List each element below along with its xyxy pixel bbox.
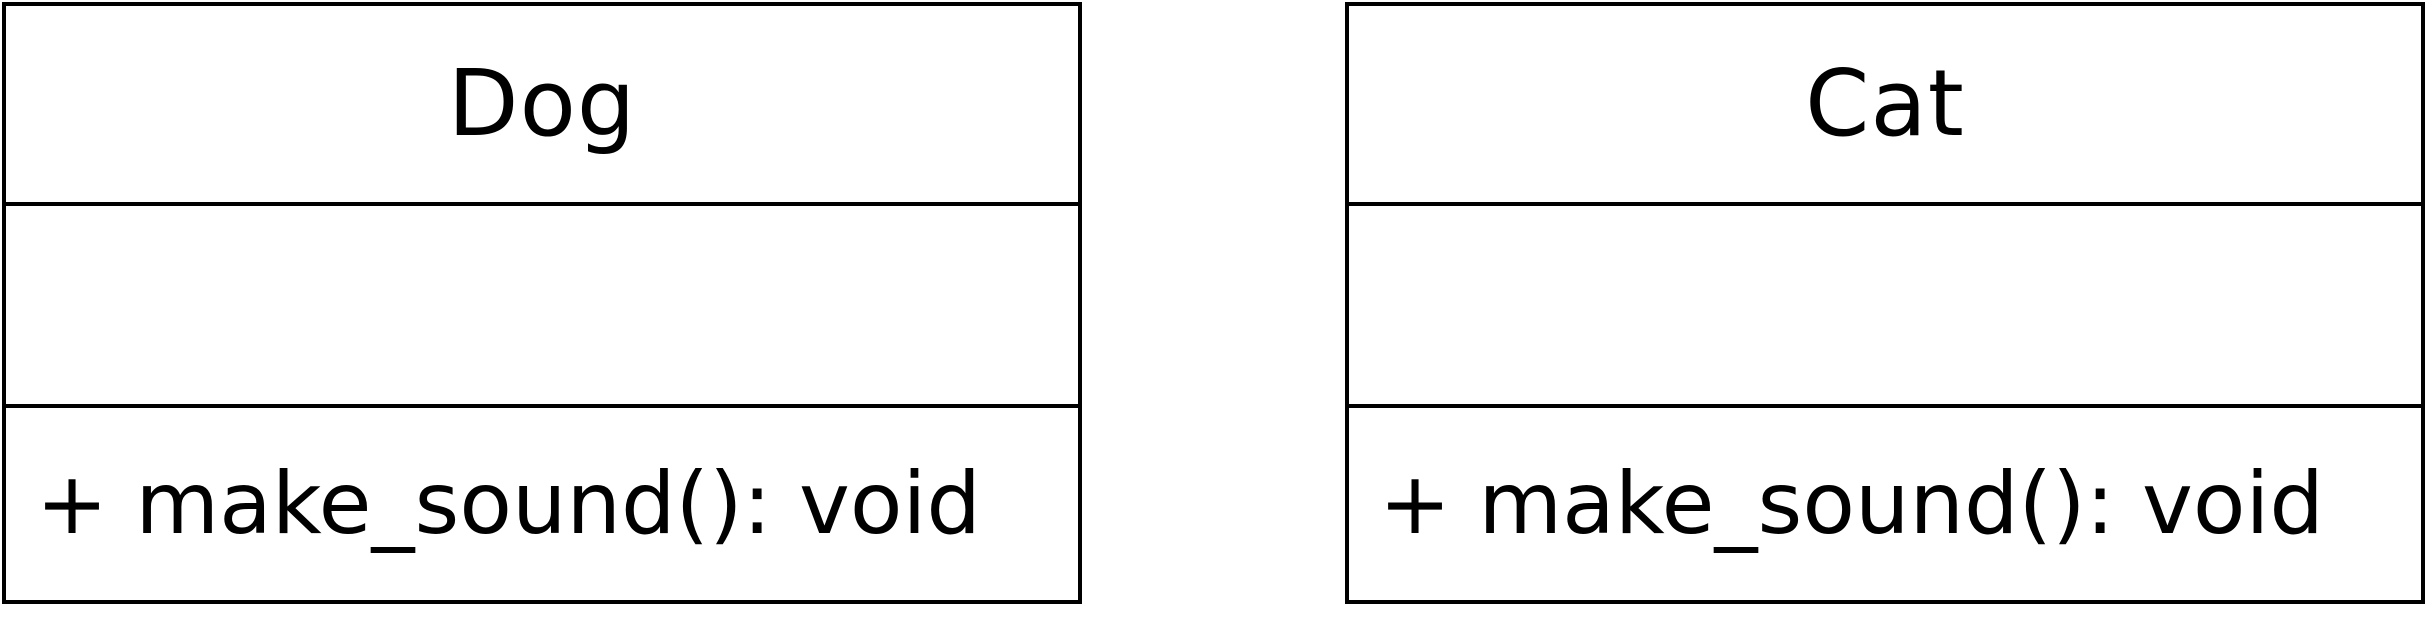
- class-name-compartment: Dog: [6, 6, 1078, 206]
- attributes-compartment: [6, 206, 1078, 408]
- class-name: Dog: [447, 50, 637, 157]
- uml-class-cat[interactable]: Cat + make_sound(): void: [1345, 2, 2425, 604]
- attributes-compartment: [1349, 206, 2421, 408]
- methods-compartment: + make_sound(): void: [6, 408, 1078, 600]
- methods-compartment: + make_sound(): void: [1349, 408, 2421, 600]
- method-make-sound: + make_sound(): void: [1379, 454, 2324, 554]
- uml-class-dog[interactable]: Dog + make_sound(): void: [2, 2, 1082, 604]
- class-name: Cat: [1805, 50, 1965, 157]
- method-make-sound: + make_sound(): void: [36, 454, 981, 554]
- class-name-compartment: Cat: [1349, 6, 2421, 206]
